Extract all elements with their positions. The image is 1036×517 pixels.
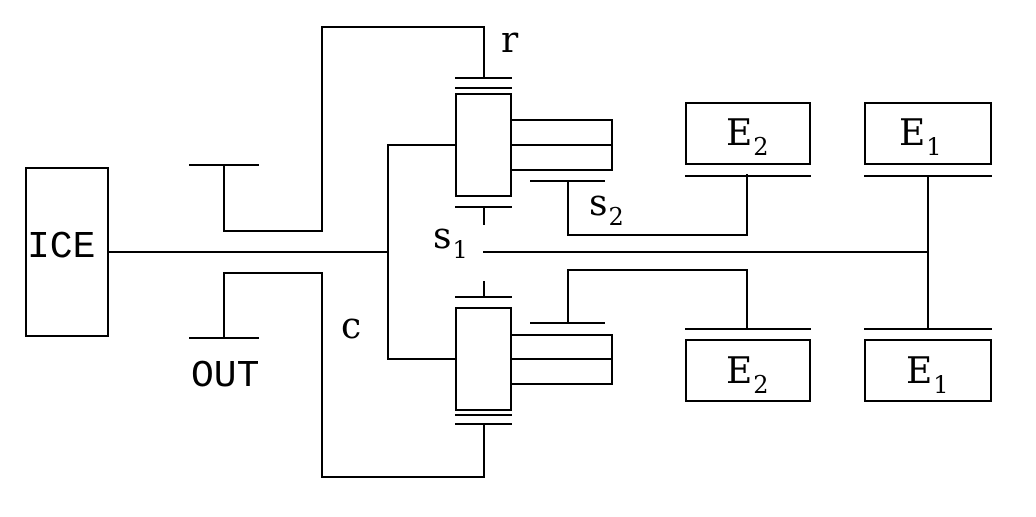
sun1-label: s1	[433, 216, 468, 264]
e2-upper-block	[685, 102, 811, 165]
planet-gear-lower	[455, 307, 512, 411]
output-link-lower	[223, 272, 485, 478]
output-link-upper	[223, 26, 485, 232]
ring-label: r	[501, 20, 519, 61]
e1-lower-block	[864, 339, 992, 402]
ice-block	[25, 167, 109, 337]
e1-lower-label: E1	[906, 351, 949, 399]
e2-lower-label: E2	[726, 351, 769, 399]
sun2-link-lower	[567, 269, 748, 330]
e2-upper-label: E2	[726, 113, 769, 161]
carrier-label: c	[341, 306, 361, 347]
planet-gear-upper	[455, 93, 512, 197]
e1-upper-block	[864, 102, 992, 165]
e2-lower-block	[685, 339, 811, 402]
sun2-link-upper	[567, 174, 748, 236]
ice-label: ICE	[27, 226, 95, 269]
e1-upper-label: E1	[899, 113, 942, 161]
sun2-label: s2	[589, 183, 624, 231]
out-label: OUT	[191, 355, 259, 398]
